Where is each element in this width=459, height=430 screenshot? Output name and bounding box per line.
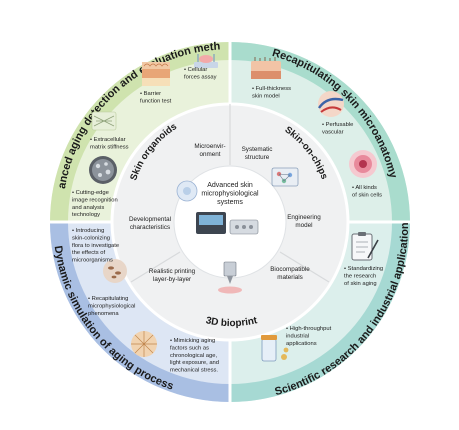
ecm-stiffness-icon — [91, 111, 117, 131]
center-title-text-line: microphysiological — [201, 191, 259, 198]
item-label-q2-0-line: the research — [344, 273, 376, 279]
chip-icon — [271, 167, 299, 187]
item-label-q2-1-line: industrial — [286, 333, 309, 339]
item-label-q1-2-line: • All kinds — [352, 185, 377, 191]
band-bottom-left — [50, 222, 230, 402]
middle-label-1-1-line: model — [295, 222, 312, 229]
middle-label-2-1-line: Biocompatible — [270, 266, 310, 273]
item-label-q3-2-line: mechanical stress. — [170, 368, 218, 374]
cell-force-icon — [194, 54, 218, 68]
organoid-icon — [176, 180, 198, 202]
pill-bottle-icon — [261, 335, 289, 362]
bioprinter-icon — [218, 261, 242, 294]
middle-label-2-0-line: Realistic printing — [149, 268, 196, 275]
item-label-q2-1-line: applications — [286, 341, 317, 347]
item-label-q0-1-line: function test — [140, 98, 172, 104]
item-label-q0-3-line: image recognition — [72, 197, 118, 203]
skin-layers-icon — [142, 62, 170, 86]
middle-label-1-0-line: Systematic — [242, 146, 273, 153]
item-label-q0-0-line: forces assay — [184, 74, 217, 80]
middle-label-0-1-line: Developmental — [129, 216, 171, 223]
item-label-q3-0-line: the effects of — [72, 250, 105, 256]
item-label-q0-2-line: • Extracellular — [90, 137, 126, 143]
skin-model-icon — [251, 57, 281, 79]
item-label-q3-2-line: • Mimicking aging — [170, 338, 215, 344]
item-label-q1-1-line: • Perfusable — [322, 122, 353, 128]
middle-label-2-0-line: layer-by-layer — [153, 276, 191, 283]
middle-label-0-1-line: characteristics — [130, 224, 170, 231]
middle-label-1-1-line: Engineering — [287, 214, 321, 221]
item-label-q0-3-line: and analysis — [72, 205, 104, 211]
middle-label-0-0-line: Microenvir- — [194, 143, 225, 150]
band-top-right — [230, 42, 410, 222]
micro-phenomena-icon — [131, 331, 157, 357]
item-label-q3-0-line: microorganisms — [72, 258, 113, 264]
band-bottom-right — [230, 222, 410, 402]
item-label-q0-2-line: matrix stiffness — [90, 144, 129, 150]
item-label-q3-2-line: light exposure, and — [170, 360, 219, 366]
item-label-q3-0-line: • Introducing — [72, 228, 104, 234]
middle-label-0-0: Microenvir-onment — [194, 143, 225, 158]
device-icon — [196, 212, 259, 235]
item-label-q2-0-line: of skin aging — [344, 281, 377, 287]
item-label-q3-0-line: flora to investigate — [72, 243, 119, 249]
middle-label-1-0-line: structure — [245, 154, 270, 161]
item-label-q3-0-line: skin-colonizing — [72, 235, 110, 241]
middle-label-2-1-line: materials — [277, 274, 303, 281]
item-label-q3-2-line: factors such as — [170, 345, 209, 351]
item-label-q1-0-line: • Full-thickness — [252, 86, 291, 92]
middle-divider-right — [279, 251, 330, 283]
item-label-q0-3-line: • Cutting-edge — [72, 190, 109, 196]
item-label-q0-3-line: technology — [72, 212, 100, 218]
item-label-q1-1-line: vascular — [322, 129, 344, 135]
middle-title-3d-bioprint: 3D bioprint — [205, 315, 259, 329]
item-label-q3-1-line: microphysiological — [88, 303, 135, 309]
middle-label-0-0-line: onment — [199, 151, 220, 158]
item-label-q3-2-line: chronological age, — [170, 353, 217, 359]
center-title-text-line: systems — [217, 199, 243, 206]
item-label-q3-1-line: phenomena — [88, 311, 119, 317]
skin-cell-icon — [349, 150, 377, 178]
vascular-icon — [318, 91, 344, 117]
clipboard-icon — [351, 232, 379, 261]
item-label-q1-2-line: of skin cells — [352, 192, 382, 198]
item-label-q2-1-line: • High-throughput — [286, 326, 332, 332]
microbe-flora-icon — [103, 259, 127, 283]
center-title-text-line: Advanced skin — [207, 182, 253, 189]
item-label-q0-0-line: • Cellular — [184, 67, 207, 73]
image-analysis-icon — [89, 156, 117, 184]
item-label-q0-1-line: • Barrier — [140, 91, 161, 97]
middle-divider-left — [130, 251, 181, 283]
item-label-q2-0-line: • Standardizing — [344, 266, 383, 272]
item-label-q1-0-line: skin model — [252, 93, 280, 99]
item-label-q3-1-line: • Recapitulating — [88, 296, 128, 302]
